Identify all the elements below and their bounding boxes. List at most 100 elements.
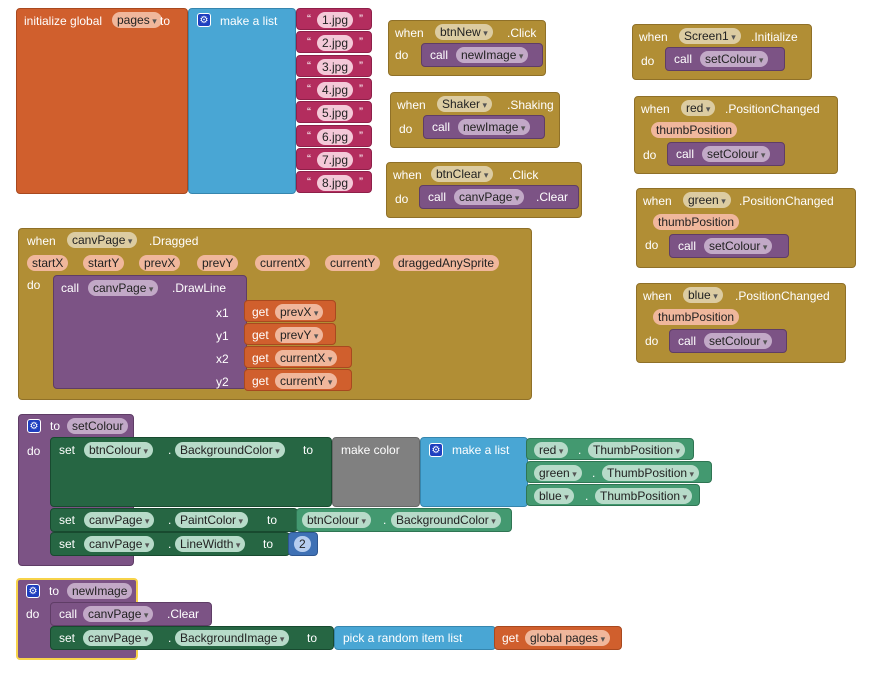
global-name-field[interactable]: pages xyxy=(112,12,162,28)
component-dropdown[interactable]: canvPage xyxy=(83,630,154,646)
call-newImage-block[interactable]: call newImage xyxy=(421,43,543,67)
call-newImage-block[interactable]: call newImage xyxy=(423,115,545,139)
procedure-dropdown[interactable]: setColour xyxy=(704,333,773,349)
component-dropdown[interactable]: canvPage xyxy=(67,232,138,248)
property-dropdown[interactable]: ThumbPosition xyxy=(595,488,693,504)
call-setColour-block[interactable]: call setColour xyxy=(665,47,785,71)
set-canvPage-paintcolor-block[interactable]: set canvPage . PaintColor to xyxy=(50,508,298,532)
mutator-gear-icon[interactable]: ⚙ xyxy=(26,584,40,598)
procedure-dropdown[interactable]: newImage xyxy=(458,119,531,135)
event-param-prevX[interactable]: prevX xyxy=(139,255,181,271)
green-positionchanged-event[interactable]: when green .PositionChanged thumbPositio… xyxy=(636,188,856,268)
component-dropdown[interactable]: canvPage xyxy=(88,280,159,296)
component-dropdown[interactable]: canvPage xyxy=(454,189,525,205)
number-block[interactable]: 2 xyxy=(288,532,318,556)
btnNew-click-event[interactable]: when btnNew .Click do call newImage xyxy=(388,20,546,76)
text-item-block[interactable]: “1.jpg” xyxy=(296,8,372,30)
text-item-value[interactable]: 2.jpg xyxy=(317,35,354,52)
make-color-block[interactable]: make color xyxy=(332,437,420,507)
component-dropdown[interactable]: btnClear xyxy=(431,166,494,182)
component-dropdown[interactable]: btnNew xyxy=(435,24,493,40)
component-dropdown[interactable]: blue xyxy=(534,488,574,504)
slider-thumbposition-getter[interactable]: green.ThumbPosition xyxy=(526,461,712,483)
event-param-currentX[interactable]: currentX xyxy=(255,255,311,271)
set-btnColour-bgcolor-block[interactable]: set btnColour . BackgroundColor to xyxy=(50,437,332,507)
text-item-block[interactable]: “4.jpg” xyxy=(296,77,372,100)
text-item-value[interactable]: 8.jpg xyxy=(317,175,354,192)
text-item-block[interactable]: “8.jpg” xyxy=(296,171,372,194)
get-global-pages-block[interactable]: get global pages xyxy=(494,626,622,650)
mutator-gear-icon[interactable]: ⚙ xyxy=(197,13,211,27)
param-thumbPosition[interactable]: thumbPosition xyxy=(653,309,740,325)
property-dropdown[interactable]: BackgroundColor xyxy=(391,512,501,528)
property-dropdown[interactable]: LineWidth xyxy=(175,536,246,552)
call-canvPage-clear-block[interactable]: call canvPage .Clear xyxy=(419,185,579,209)
text-item-value[interactable]: 5.jpg xyxy=(317,105,354,122)
component-dropdown[interactable]: Screen1 xyxy=(679,28,741,44)
property-dropdown[interactable]: ThumbPosition xyxy=(588,442,686,458)
text-item-value[interactable]: 7.jpg xyxy=(317,151,354,168)
mutator-gear-icon[interactable]: ⚙ xyxy=(27,419,41,433)
variable-dropdown[interactable]: prevY xyxy=(275,327,324,343)
slider-thumbposition-getter[interactable]: red.ThumbPosition xyxy=(526,438,694,460)
make-list-block[interactable]: ⚙ make a list xyxy=(188,8,296,194)
make-list-block[interactable]: ⚙ make a list xyxy=(420,437,528,507)
text-item-value[interactable]: 4.jpg xyxy=(317,81,354,98)
screen1-initialize-event[interactable]: when Screen1 .Initialize do call setColo… xyxy=(632,24,812,80)
component-dropdown[interactable]: blue xyxy=(683,287,723,303)
btnColour-bgcolor-getter[interactable]: btnColour . BackgroundColor xyxy=(296,508,512,532)
text-item-block[interactable]: “3.jpg” xyxy=(296,54,372,77)
component-dropdown[interactable]: btnColour xyxy=(84,442,154,458)
text-item-value[interactable]: 3.jpg xyxy=(317,58,354,75)
property-dropdown[interactable]: ThumbPosition xyxy=(602,465,700,481)
call-setColour-block[interactable]: call setColour xyxy=(669,234,789,258)
text-item-block[interactable]: “7.jpg” xyxy=(296,147,372,170)
event-param-currentY[interactable]: currentY xyxy=(325,255,381,271)
mutator-gear-icon[interactable]: ⚙ xyxy=(429,443,443,457)
component-dropdown[interactable]: green xyxy=(534,465,582,481)
set-canvPage-linewidth-block[interactable]: set canvPage . LineWidth to xyxy=(50,532,290,556)
call-drawline-block[interactable]: call canvPage .DrawLine x1getprevXy1getp… xyxy=(53,275,352,391)
red-positionchanged-event[interactable]: when red .PositionChanged thumbPosition … xyxy=(634,96,838,174)
event-param-prevY[interactable]: prevY xyxy=(197,255,239,271)
component-dropdown[interactable]: canvPage xyxy=(84,536,155,552)
event-param-startY[interactable]: startY xyxy=(83,255,125,271)
procedure-dropdown[interactable]: newImage xyxy=(456,47,529,63)
variable-dropdown[interactable]: global pages xyxy=(525,630,611,646)
event-param-draggedAnySprite[interactable]: draggedAnySprite xyxy=(393,255,500,271)
component-dropdown[interactable]: Shaker xyxy=(437,96,493,112)
param-thumbPosition[interactable]: thumbPosition xyxy=(653,214,740,230)
text-item-value[interactable]: 6.jpg xyxy=(317,128,354,145)
variable-dropdown[interactable]: prevX xyxy=(275,304,324,320)
canvPage-dragged-event[interactable]: when canvPage .Dragged startXstartYprevX… xyxy=(18,228,532,400)
procedure-dropdown[interactable]: setColour xyxy=(704,238,773,254)
param-thumbPosition[interactable]: thumbPosition xyxy=(651,122,738,138)
init-global-block[interactable]: initialize global pages to xyxy=(16,8,188,194)
shaker-shaking-event[interactable]: when Shaker .Shaking do call newImage xyxy=(390,92,560,148)
component-dropdown[interactable]: red xyxy=(681,100,716,116)
property-dropdown[interactable]: PaintColor xyxy=(175,512,249,528)
set-canvPage-bgimage-block[interactable]: set canvPage . BackgroundImage to xyxy=(50,626,334,650)
blue-positionchanged-event[interactable]: when blue .PositionChanged thumbPosition… xyxy=(636,283,846,363)
slider-thumbposition-getter[interactable]: blue.ThumbPosition xyxy=(526,484,700,506)
procedure-dropdown[interactable]: setColour xyxy=(700,51,769,67)
component-dropdown[interactable]: green xyxy=(683,192,731,208)
procedure-dropdown[interactable]: setColour xyxy=(702,146,771,162)
variable-dropdown[interactable]: currentX xyxy=(275,350,338,366)
procedure-name-field[interactable]: newImage xyxy=(67,583,133,599)
text-item-value[interactable]: 1.jpg xyxy=(317,12,354,28)
call-setColour-block[interactable]: call setColour xyxy=(667,142,785,166)
variable-dropdown[interactable]: currentY xyxy=(275,373,338,389)
property-dropdown[interactable]: BackgroundColor xyxy=(175,442,285,458)
text-item-block[interactable]: “6.jpg” xyxy=(296,124,372,147)
component-dropdown[interactable]: btnColour xyxy=(302,512,372,528)
component-dropdown[interactable]: canvPage xyxy=(83,606,154,622)
call-setColour-block[interactable]: call setColour xyxy=(669,329,787,353)
text-item-block[interactable]: “2.jpg” xyxy=(296,31,372,54)
pick-random-item-block[interactable]: pick a random item list xyxy=(334,626,496,650)
btnClear-click-event[interactable]: when btnClear .Click do call canvPage .C… xyxy=(386,162,582,218)
